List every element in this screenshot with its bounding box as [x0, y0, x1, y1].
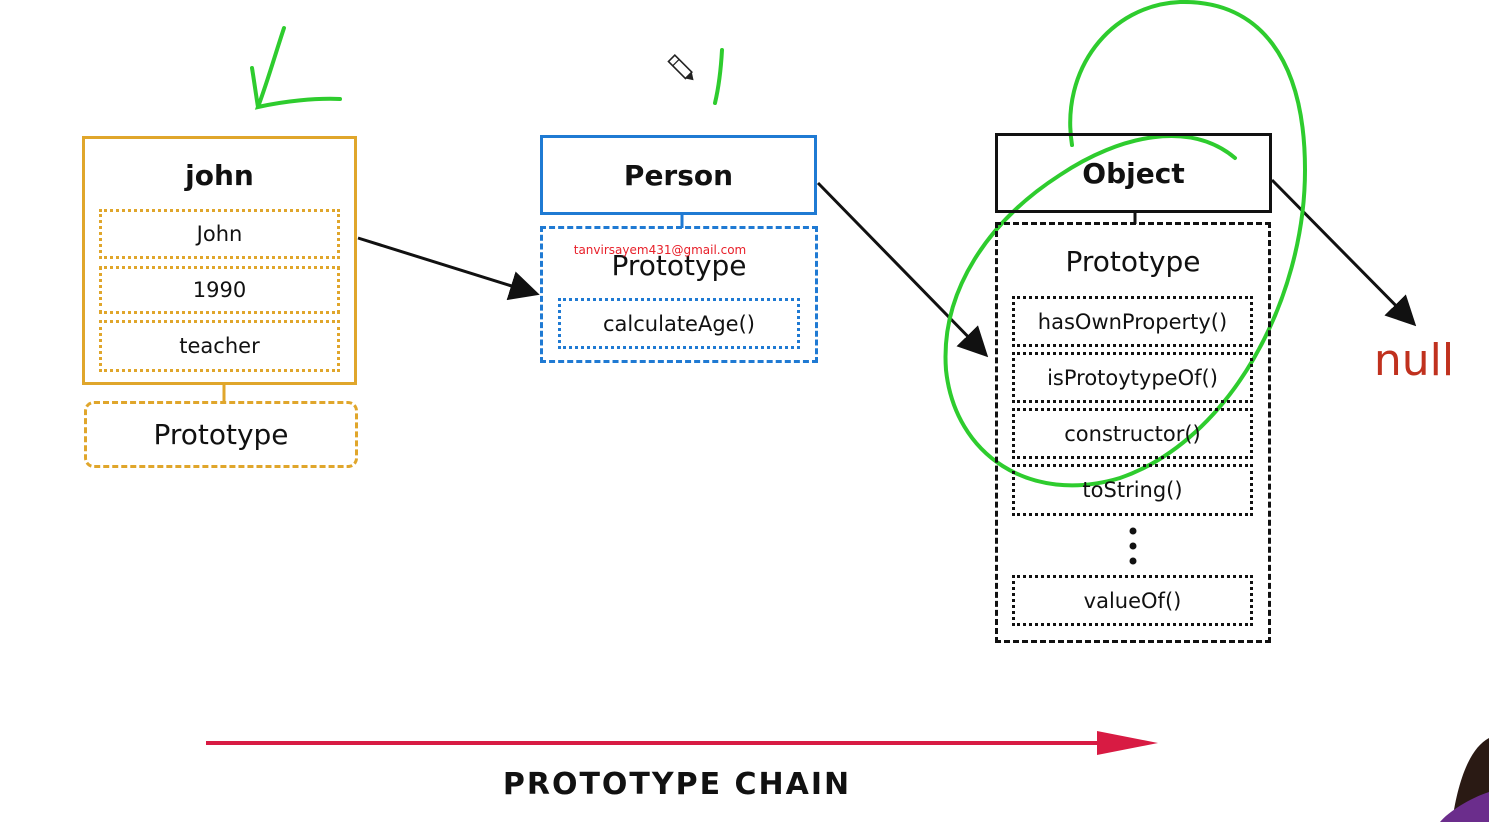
john-field: John: [99, 209, 340, 259]
arrow-person-to-object: [816, 181, 989, 358]
person-prototype-box: Prototype: [540, 226, 818, 363]
green-tick-annotation: [713, 48, 724, 105]
john-title: john: [185, 158, 254, 192]
person-method: calculateAge(): [558, 298, 800, 349]
prototype-chain-label: PROTOTYPE CHAIN: [502, 766, 852, 802]
object-method: isProtoytypeOf(): [1012, 352, 1253, 403]
ellipsis-dot: [1129, 527, 1137, 535]
object-method: constructor(): [1012, 408, 1253, 459]
watermark-email: tanvirsayem431@gmail.com: [573, 243, 747, 257]
object-method: toString(): [1012, 464, 1253, 516]
person-title: Person: [540, 135, 817, 215]
john-object-box: john: [82, 136, 357, 385]
ellipsis-dot: [1129, 557, 1137, 565]
arrow-object-to-null: [1270, 178, 1417, 327]
prototype-chain-arrow-head: [1097, 731, 1158, 755]
ellipsis-dot: [1129, 542, 1137, 550]
object-title: Object: [995, 133, 1272, 213]
john-field: 1990: [99, 266, 340, 314]
null-label: null: [1373, 334, 1455, 386]
john-field: teacher: [99, 320, 340, 372]
john-prototype: Prototype: [84, 401, 358, 468]
object-prototype-box: Prototype: [995, 222, 1271, 643]
green-check-annotation: [250, 26, 342, 110]
object-method: valueOf(): [1012, 575, 1253, 626]
object-method: hasOwnProperty(): [1012, 296, 1253, 347]
arrow-john-to-person: [357, 236, 540, 301]
person-prototype-label: Prototype: [611, 248, 747, 282]
presenter-avatar-shirt: [1440, 792, 1489, 822]
pencil-cursor-icon: [667, 54, 694, 81]
object-prototype-label: Prototype: [1065, 244, 1201, 278]
